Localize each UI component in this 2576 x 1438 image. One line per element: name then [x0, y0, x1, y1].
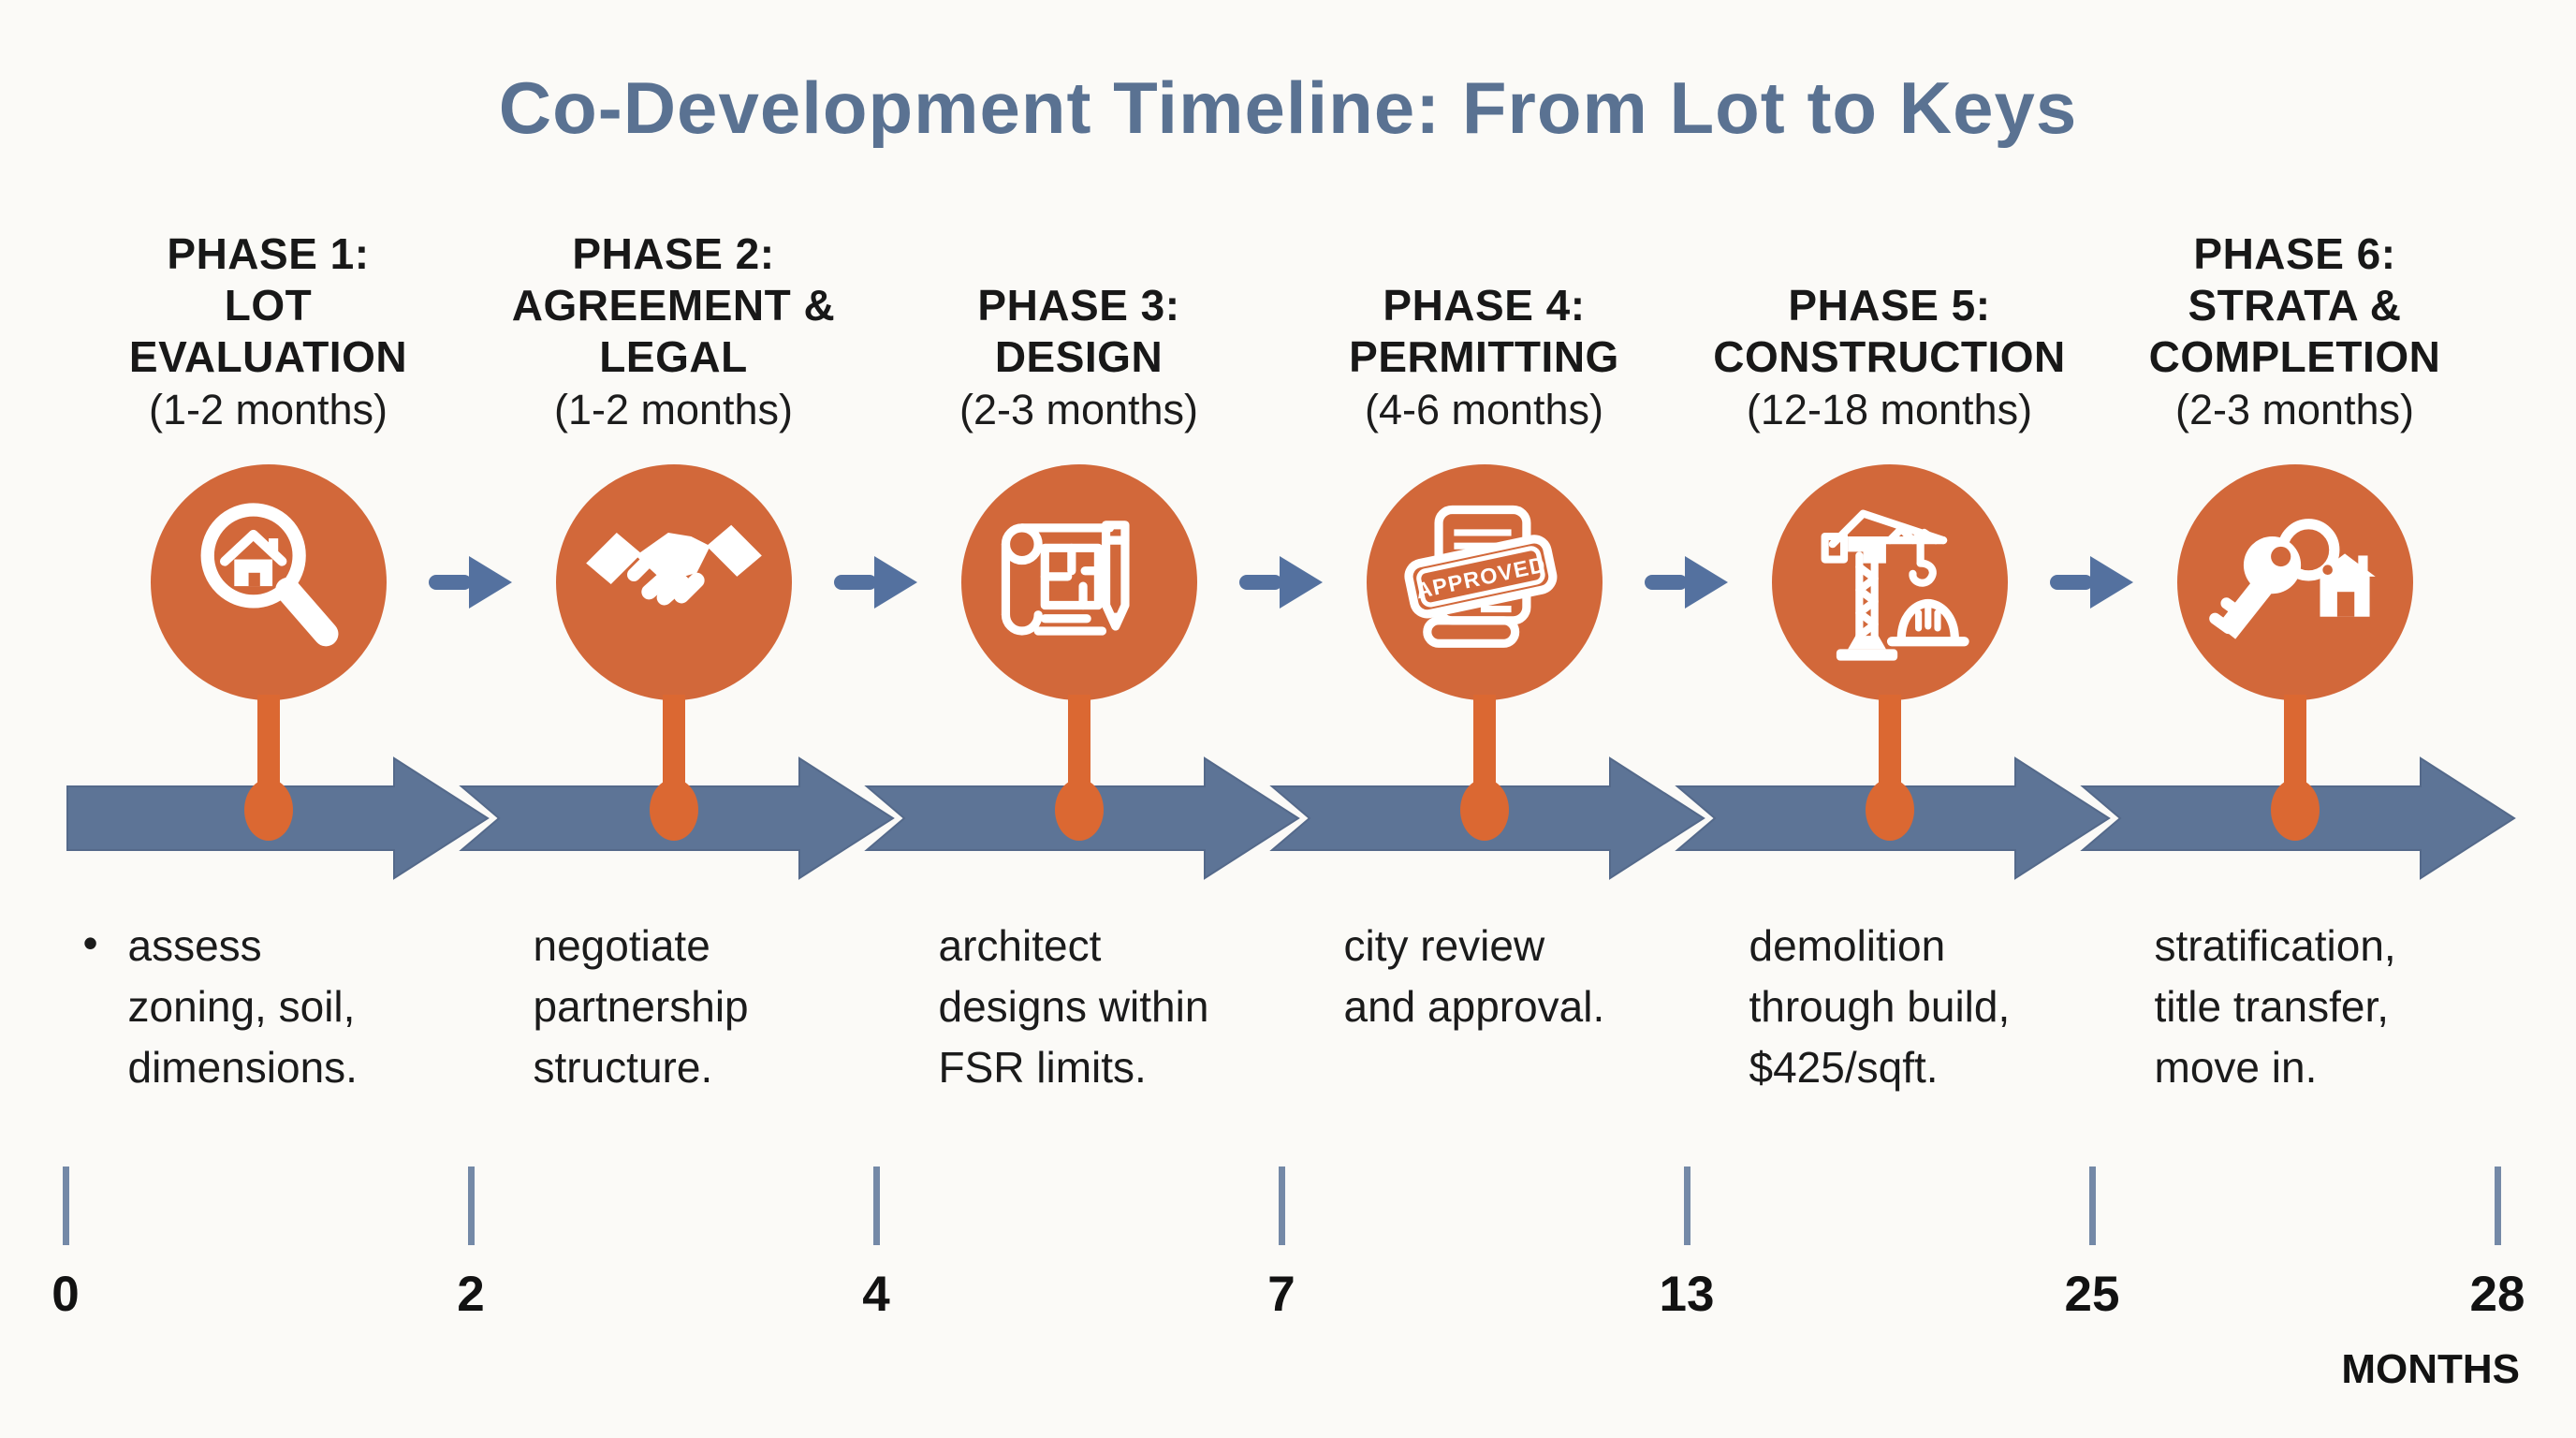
phase-timeline-dot — [1054, 779, 1104, 841]
axis-tick-mark — [2089, 1167, 2096, 1245]
right-arrow-icon — [834, 556, 917, 609]
phase-duration: (12-18 months) — [1746, 386, 2033, 433]
tower-crane-hardhat-icon — [1821, 509, 1969, 661]
phase-heading: PHASE 6: STRATA & COMPLETION — [2148, 229, 2441, 381]
axis-tick-label: 4 — [862, 1267, 890, 1322]
phase-heading: PHASE 4: PERMITTING — [1349, 281, 1619, 381]
phase-header: PHASE 2: AGREEMENT & LEGAL (1-2 months) — [471, 204, 876, 436]
phase-icon-circle: APPROVED — [1366, 464, 1603, 700]
phase-icon-circle — [150, 464, 387, 700]
right-arrow-icon — [429, 556, 512, 609]
blueprint-pencil-icon — [1001, 521, 1130, 636]
magnifier-house-icon — [200, 503, 338, 647]
phase-icon-circle — [555, 464, 792, 700]
axis-tick-label: 28 — [2469, 1267, 2525, 1322]
phase-duration: (2-3 months) — [2174, 386, 2415, 433]
phase-heading: PHASE 2: AGREEMENT & LEGAL — [511, 229, 836, 381]
axis-tick-mark — [1684, 1167, 1690, 1245]
phase-duration: (4-6 months) — [1364, 386, 1604, 433]
axis-tick-mark — [2495, 1167, 2501, 1245]
phase-description-text: city review and approval. — [1343, 921, 1605, 1031]
phase-timeline-dot — [1459, 779, 1509, 841]
phase-description: architect designs within FSR limits. — [939, 916, 1285, 1098]
phase-timeline-dot — [649, 779, 698, 841]
bullet-marker: • — [82, 918, 98, 967]
handshake-icon — [585, 524, 762, 606]
axis-unit-label: MONTHS — [2341, 1346, 2520, 1392]
phase-timeline-dot — [1865, 779, 1914, 841]
phase-timeline-dot — [243, 779, 293, 841]
phase-icon-circle — [960, 464, 1197, 700]
phase-description: • assess zoning, soil, dimensions. — [83, 916, 475, 1098]
phase-icon-circle — [2176, 464, 2413, 700]
phase-description-text: negotiate partnership structure. — [533, 921, 749, 1092]
page-title: Co-Development Timeline: From Lot to Key… — [498, 66, 2078, 149]
right-arrow-icon — [1645, 556, 1728, 609]
axis-tick-label: 7 — [1267, 1267, 1295, 1322]
timeline-band — [66, 756, 2516, 880]
axis-tick-label: 13 — [1659, 1267, 1715, 1322]
phase-header: PHASE 3: DESIGN (2-3 months) — [876, 204, 1281, 436]
phase-icon-circle — [1771, 464, 2008, 700]
phase-description: stratification, title transfer, move in. — [2155, 916, 2501, 1098]
phase-connector-stem — [1878, 695, 1901, 794]
axis-tick-label: 25 — [2064, 1267, 2120, 1322]
axis-tick-mark — [873, 1167, 880, 1245]
phase-header: PHASE 6: STRATA & COMPLETION (2-3 months) — [2092, 204, 2497, 436]
right-arrow-icon — [2050, 556, 2133, 609]
axis-tick-label: 0 — [51, 1267, 80, 1322]
right-arrow-icon — [1239, 556, 1323, 609]
phase-header: PHASE 4: PERMITTING (4-6 months) — [1281, 204, 1687, 436]
axis-tick-mark — [1279, 1167, 1285, 1245]
phase-description: negotiate partnership structure. — [534, 916, 880, 1098]
phase-connector-stem — [1472, 695, 1496, 794]
phase-connector-stem — [662, 695, 685, 794]
axis-tick-mark — [63, 1167, 69, 1245]
phase-connector-stem — [1067, 695, 1090, 794]
phase-connector-stem — [256, 695, 280, 794]
phase-description-text: stratification, title transfer, move in. — [2154, 921, 2396, 1092]
phase-description-text: assess zoning, soil, dimensions. — [127, 921, 358, 1092]
phase-description: demolition through build, $425/sqft. — [1749, 916, 2096, 1098]
phase-description-text: demolition through build, $425/sqft. — [1749, 921, 2011, 1092]
phase-connector-stem — [2283, 695, 2306, 794]
phase-duration: (1-2 months) — [148, 386, 388, 433]
phase-heading: PHASE 1: LOT EVALUATION — [128, 229, 408, 381]
phase-heading: PHASE 5: CONSTRUCTION — [1713, 281, 2066, 381]
phase-duration: (2-3 months) — [959, 386, 1199, 433]
keys-house-keychain-icon — [2208, 519, 2376, 639]
phase-description-text: architect designs within FSR limits. — [938, 921, 1209, 1092]
phase-description: city review and approval. — [1344, 916, 1690, 1037]
phase-duration: (1-2 months) — [553, 386, 794, 433]
phase-header: PHASE 1: LOT EVALUATION (1-2 months) — [66, 204, 471, 436]
phase-heading: PHASE 3: DESIGN — [977, 281, 1180, 381]
phase-header: PHASE 5: CONSTRUCTION (12-18 months) — [1687, 204, 2092, 436]
axis-tick-label: 2 — [457, 1267, 485, 1322]
phase-timeline-dot — [2270, 779, 2320, 841]
approved-stamp-document-icon: APPROVED — [1403, 505, 1557, 648]
axis-tick-mark — [468, 1167, 475, 1245]
